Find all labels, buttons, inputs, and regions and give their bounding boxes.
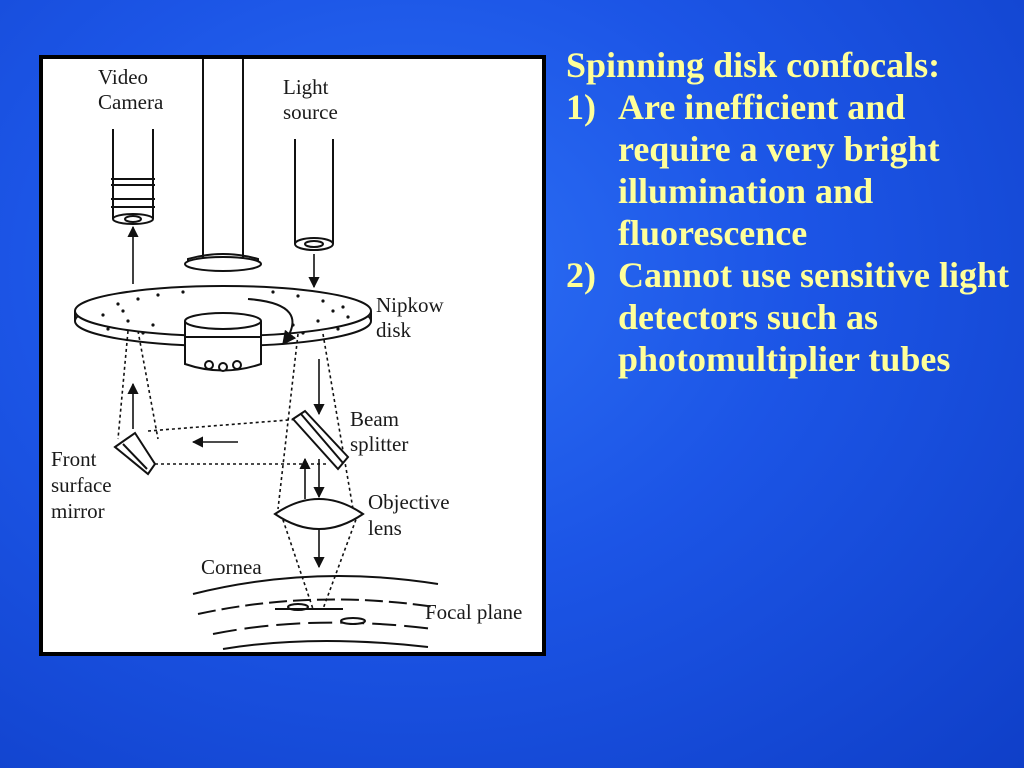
confocal-diagram: Video Camera Light source Nipkow disk Be… — [39, 55, 546, 656]
diagram-svg: Video Camera Light source Nipkow disk Be… — [51, 59, 522, 650]
slide-text: Spinning disk confocals: 1) Are ineffici… — [566, 44, 1016, 380]
disk-spindle — [187, 59, 259, 264]
label-cornea: Cornea — [201, 555, 262, 579]
point-2-text: Cannot use sensitive light detectors suc… — [618, 255, 1010, 379]
light-paths — [117, 225, 359, 610]
front-surface-mirror — [113, 431, 157, 476]
intro-heading: Spinning disk confocals: — [566, 45, 941, 85]
label-front-surface-mirror: Front surface mirror — [51, 447, 117, 523]
cornea — [192, 575, 439, 650]
point-2: 2) Cannot use sensitive light detectors … — [566, 254, 1016, 380]
point-1-number: 1) — [566, 87, 596, 127]
label-focal-plane: Focal plane — [425, 600, 522, 624]
label-nipkow-disk: Nipkow disk — [376, 293, 449, 342]
label-objective-lens: Objective lens — [368, 490, 455, 540]
point-1-text: Are inefficient and require a very brigh… — [618, 87, 940, 253]
light-source — [294, 139, 334, 251]
video-camera — [111, 129, 155, 225]
nipkow-disk — [74, 256, 372, 372]
objective-lens — [273, 498, 365, 530]
label-video-camera: Video Camera — [98, 65, 164, 114]
label-light-source: Light source — [283, 75, 338, 124]
point-2-number: 2) — [566, 255, 596, 295]
beam-splitter — [291, 409, 350, 471]
label-beam-splitter: Beam splitter — [350, 407, 408, 456]
point-1: 1) Are inefficient and require a very br… — [566, 86, 1016, 254]
